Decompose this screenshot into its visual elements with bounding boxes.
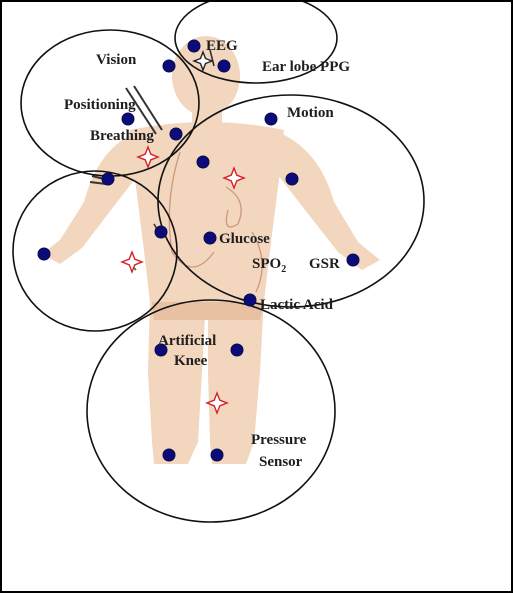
label-sensor: Sensor bbox=[259, 454, 303, 470]
label-pressure: Pressure bbox=[251, 432, 307, 448]
right-foot-sensor-dot bbox=[211, 449, 223, 461]
hub-star-icon bbox=[122, 252, 142, 272]
label-ear-lobe-ppg: Ear lobe PPG bbox=[262, 59, 350, 75]
left-hand-sensor-dot bbox=[38, 248, 50, 260]
label-lactic-acid: Lactic Acid bbox=[260, 297, 334, 313]
glucose-sensor-dot bbox=[204, 232, 216, 244]
chest-sensor-dot bbox=[197, 156, 209, 168]
label-eeg: EEG bbox=[206, 38, 238, 54]
left-foot-sensor-dot bbox=[163, 449, 175, 461]
label-glucose: Glucose bbox=[219, 231, 270, 247]
label-motion: Motion bbox=[287, 105, 334, 121]
left-wrist-sensor-dot bbox=[155, 226, 167, 238]
eeg-sensor-dot bbox=[188, 40, 200, 52]
right-arm bbox=[274, 134, 380, 270]
left-leg bbox=[148, 298, 206, 464]
positioning-sensor-dot bbox=[122, 113, 134, 125]
left-arm bbox=[42, 134, 142, 264]
right-arm-sensor-dot bbox=[286, 173, 298, 185]
breathing-sensor-dot bbox=[170, 128, 182, 140]
motion-sensor-dot bbox=[265, 113, 277, 125]
label-gsr: GSR bbox=[309, 256, 340, 272]
label-vision: Vision bbox=[96, 52, 137, 68]
label-positioning: Positioning bbox=[64, 97, 136, 113]
vision-sensor-dot bbox=[163, 60, 175, 72]
lactic-acid-sensor-dot bbox=[244, 294, 256, 306]
label-knee: Knee bbox=[174, 353, 208, 369]
left-shoulder-sensor-dot bbox=[102, 173, 114, 185]
gsr-sensor-dot bbox=[347, 254, 359, 266]
label-breathing: Breathing bbox=[90, 128, 154, 144]
ear-lobe-sensor-dot bbox=[218, 60, 230, 72]
label-artificial: Artificial bbox=[158, 333, 216, 349]
right-knee-sensor-dot bbox=[231, 344, 243, 356]
